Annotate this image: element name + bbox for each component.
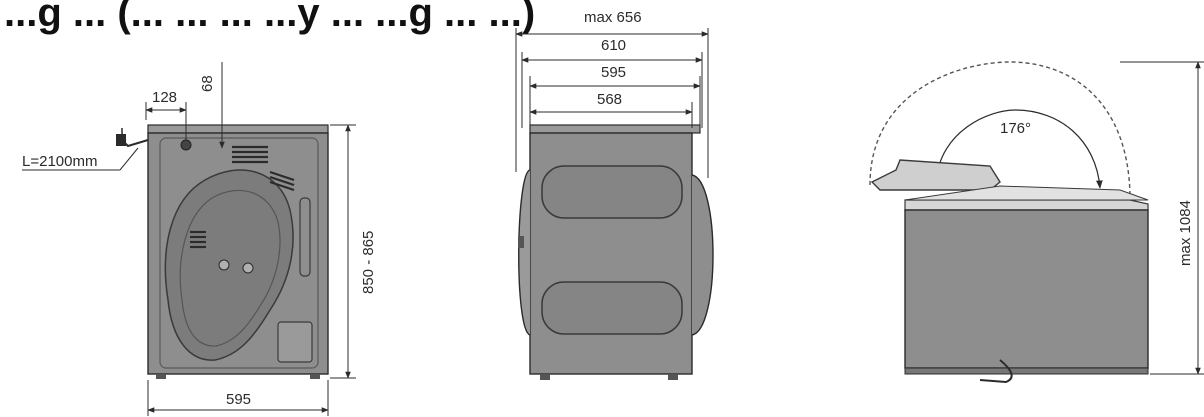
- lid-dimensions: max 1084: [1120, 61, 1204, 375]
- power-plug-icon: [116, 134, 126, 146]
- back-inner-panel: [159, 137, 319, 369]
- side-door: [518, 169, 531, 336]
- dim-lid-angle: 176°: [1000, 120, 1031, 137]
- side-top-plate: [529, 124, 701, 134]
- dim-inlet-offset: 68: [199, 75, 216, 92]
- back-screw-2: [242, 262, 254, 274]
- back-foot-left: [156, 374, 166, 379]
- lid-swing-arc: [869, 61, 1131, 196]
- side-back-bulge: [691, 174, 714, 336]
- dim-depth-3: 568: [597, 91, 622, 108]
- back-top-plate: [147, 124, 329, 134]
- side-door-hinge: [518, 236, 524, 248]
- lid-view-cable: [979, 359, 1013, 384]
- dim-cable-length: L=2100mm: [22, 153, 97, 170]
- dim-width: 595: [226, 391, 251, 408]
- back-foot-right: [310, 374, 320, 379]
- lid-angle-arc: [933, 109, 1103, 189]
- side-feet-left: [540, 374, 550, 380]
- lid-view-base: [904, 367, 1149, 375]
- back-inlet: [180, 139, 192, 151]
- lid-open: [870, 159, 1001, 191]
- dim-depth-1: 610: [601, 37, 626, 54]
- back-cover-inner: [179, 189, 281, 347]
- page-title: ...g ... (... ... ... ...y ... ...g ... …: [4, 0, 535, 35]
- side-feet-right: [668, 374, 678, 380]
- lid-view: 176°: [869, 61, 1149, 384]
- dim-max-depth: max 656: [584, 9, 642, 26]
- lid-view-body: [904, 209, 1149, 369]
- back-side-slot: [299, 197, 311, 277]
- lid-top-plate-front: [904, 185, 1149, 201]
- side-panel-upper: [541, 165, 683, 219]
- back-water-tank: [277, 321, 313, 363]
- dim-cable-offset: 128: [152, 89, 177, 106]
- side-panel-lower: [541, 281, 683, 335]
- back-screw-1: [218, 259, 230, 271]
- dim-height: 850 - 865: [360, 231, 377, 294]
- back-dimensions: 128 68 L=2100mm 850 - 865 595: [22, 62, 377, 416]
- dim-max-height: max 1084: [1177, 200, 1194, 266]
- back-vents: [190, 145, 295, 249]
- dim-depth-2: 595: [601, 64, 626, 81]
- side-view: [518, 124, 714, 380]
- side-dimensions: max 656 610 595 568: [515, 9, 709, 178]
- back-view: [116, 124, 329, 379]
- lid-top-plate: [904, 199, 1149, 211]
